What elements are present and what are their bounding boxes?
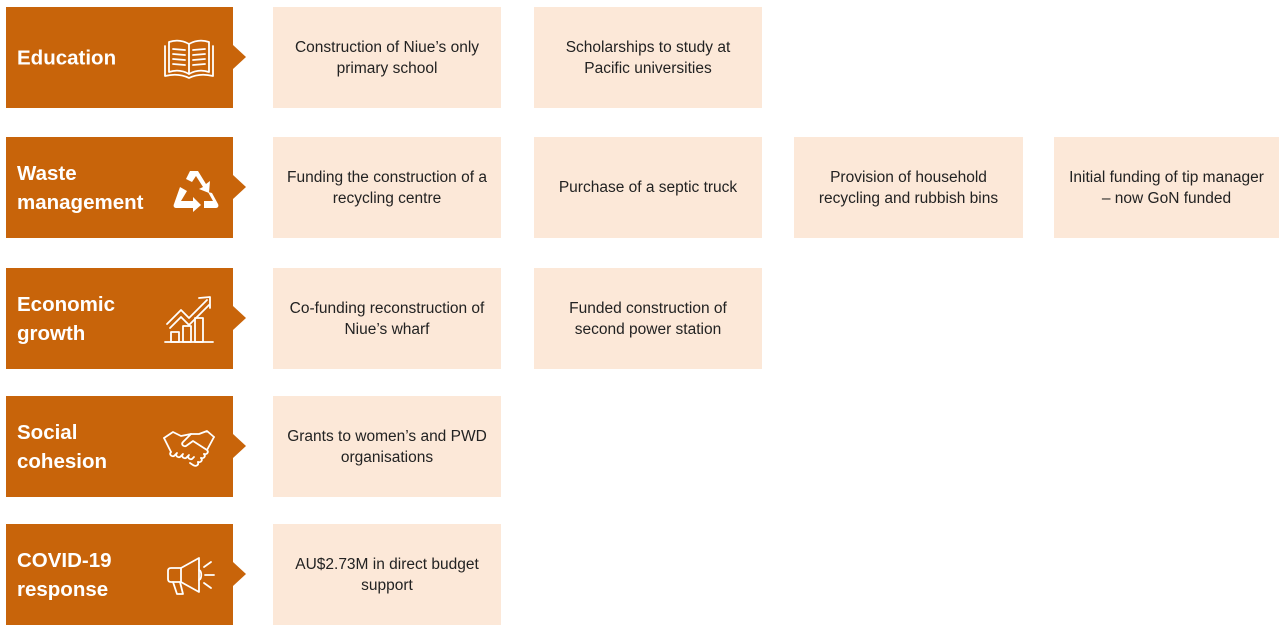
category-education: Education bbox=[6, 7, 246, 108]
initiative-box: Scholarships to study at Pacific univers… bbox=[534, 7, 762, 108]
recycle-icon bbox=[168, 161, 224, 215]
open-book-icon bbox=[161, 31, 217, 85]
category-label: Education bbox=[17, 46, 117, 69]
row-covid-19-response: COVID-19 response AU$2.73M in direct bud… bbox=[0, 524, 1279, 625]
growth-chart-icon bbox=[161, 292, 217, 346]
initiative-box: Funded construction of second power stat… bbox=[534, 268, 762, 369]
initiative-box: Construction of Niue’s only primary scho… bbox=[273, 7, 501, 108]
initiative-box: Purchase of a septic truck bbox=[534, 137, 762, 238]
category-covid-19-response: COVID-19 response bbox=[6, 524, 246, 625]
row-education: Education Construction of Niue’s only pr… bbox=[0, 7, 1279, 108]
row-economic-growth: Economic growth Co-funding reconstructio… bbox=[0, 268, 1279, 369]
initiative-box: Provision of household recycling and rub… bbox=[794, 137, 1023, 238]
category-social-cohesion: Social cohesion bbox=[6, 396, 246, 497]
initiative-box: Co-funding reconstruction of Niue’s whar… bbox=[273, 268, 501, 369]
category-label: Economic growth bbox=[17, 292, 115, 345]
category-label: Waste management bbox=[17, 161, 144, 214]
category-label: Social cohesion bbox=[17, 420, 107, 473]
megaphone-icon bbox=[161, 548, 217, 602]
initiative-box: Initial funding of tip manager – now GoN… bbox=[1054, 137, 1279, 238]
initiative-box: AU$2.73M in direct budget support bbox=[273, 524, 501, 625]
handshake-icon bbox=[161, 420, 217, 474]
category-waste-management: Waste management bbox=[6, 137, 246, 238]
category-label: COVID-19 response bbox=[17, 548, 112, 601]
row-social-cohesion: Social cohesion Grants to women’s and PW… bbox=[0, 396, 1279, 497]
initiative-box: Funding the construction of a recycling … bbox=[273, 137, 501, 238]
category-economic-growth: Economic growth bbox=[6, 268, 246, 369]
initiative-box: Grants to women’s and PWD organisations bbox=[273, 396, 501, 497]
row-waste-management: Waste management Funding the constructio… bbox=[0, 137, 1279, 238]
